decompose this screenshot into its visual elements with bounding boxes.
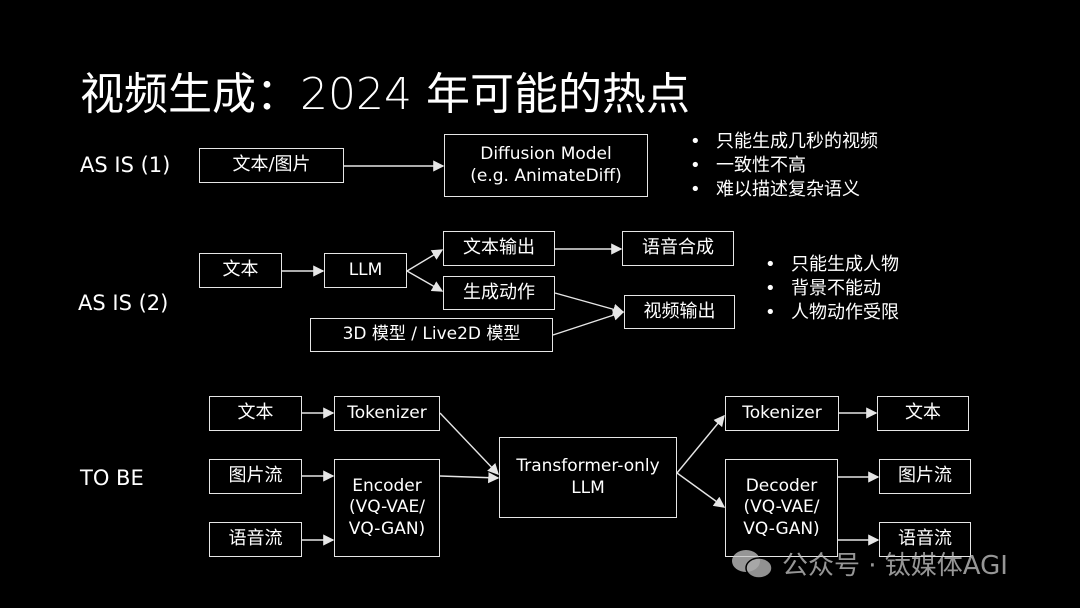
video-output-box: 视频输出 <box>624 295 735 329</box>
text-image-input-box: 文本/图片 <box>199 148 344 183</box>
image-stream-in-box: 图片流 <box>209 459 302 494</box>
3d-live2d-model-box: 3D 模型 / Live2D 模型 <box>310 318 553 352</box>
arrow <box>554 292 625 315</box>
arrow <box>676 414 725 474</box>
transformer-line: Transformer-only <box>516 456 660 477</box>
decoder-line: (VQ-VAE/ <box>743 497 820 518</box>
image-stream-out-box: 图片流 <box>879 459 971 494</box>
encoder-box: Encoder (VQ-VAE/ VQ-GAN) <box>334 459 440 557</box>
arrow <box>406 249 444 272</box>
text-output-box: 文本输出 <box>443 231 555 266</box>
wechat-icon <box>732 549 773 579</box>
bullet-item: 难以描述复杂语义 <box>690 178 878 202</box>
as-is-1-label: AS IS (1) <box>80 153 171 177</box>
slide-title: 视频生成：2024 年可能的热点 <box>80 69 690 120</box>
arrow <box>439 472 500 484</box>
diffusion-model-box: Diffusion Model (e.g. AnimateDiff) <box>444 134 648 197</box>
encoder-line: VQ-GAN) <box>348 518 426 539</box>
generate-motion-box: 生成动作 <box>443 276 555 310</box>
transformer-line: LLM <box>571 477 605 498</box>
arrow <box>552 309 625 336</box>
bullet-item: 人物动作受限 <box>765 301 899 325</box>
bullet-item: 只能生成几秒的视频 <box>690 130 878 154</box>
to-be-label: TO BE <box>80 466 144 490</box>
bullet-item: 一致性不高 <box>690 154 878 178</box>
diffusion-model-example: (e.g. AnimateDiff) <box>470 165 622 186</box>
decoder-line: VQ-GAN) <box>743 518 820 539</box>
diffusion-model-name: Diffusion Model <box>480 144 612 165</box>
bullet-item: 只能生成人物 <box>765 253 899 277</box>
llm-box: LLM <box>324 253 407 288</box>
audio-stream-in-box: 语音流 <box>209 522 302 557</box>
decoder-box: Decoder (VQ-VAE/ VQ-GAN) <box>725 459 838 557</box>
decoder-line: Decoder <box>745 476 818 497</box>
speech-synthesis-box: 语音合成 <box>622 231 734 266</box>
text-input-box: 文本 <box>199 253 282 288</box>
watermark-text: 公众号 · 钛媒体AGI <box>782 551 1008 581</box>
encoder-line: Encoder <box>352 476 422 497</box>
text-out-box: 文本 <box>877 396 969 431</box>
text-in-box: 文本 <box>209 396 302 431</box>
arrow <box>406 270 444 292</box>
encoder-line: (VQ-VAE/ <box>349 497 425 518</box>
as-is-2-limitations: 只能生成人物 背景不能动 人物动作受限 <box>765 253 899 325</box>
audio-stream-out-box: 语音流 <box>879 522 971 557</box>
as-is-2-label: AS IS (2) <box>78 291 169 315</box>
watermark: 公众号 · 钛媒体AGI <box>730 545 1008 582</box>
transformer-llm-box: Transformer-only LLM <box>499 437 677 518</box>
arrow <box>439 412 499 476</box>
tokenizer-in-box: Tokenizer <box>334 396 440 431</box>
bullet-item: 背景不能动 <box>765 277 899 301</box>
tokenizer-out-box: Tokenizer <box>725 396 839 431</box>
as-is-1-limitations: 只能生成几秒的视频 一致性不高 难以描述复杂语义 <box>690 130 878 202</box>
arrow <box>676 472 726 508</box>
